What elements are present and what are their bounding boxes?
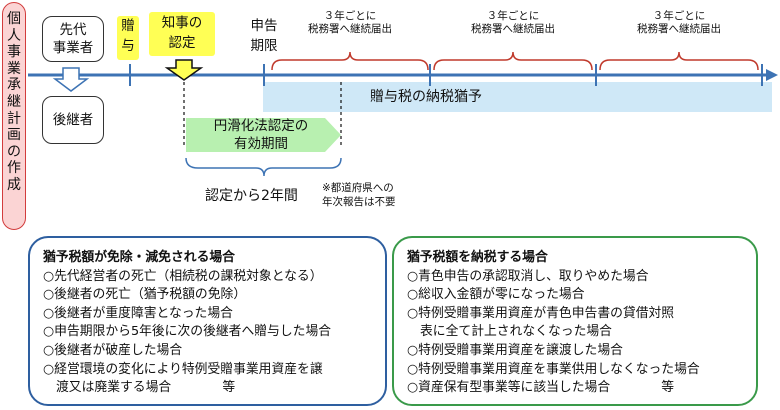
exemption-item: ○先代経営者の死亡（相続税の課税対象となる） (43, 268, 323, 284)
vertical-label-char: 作 (7, 160, 21, 177)
bracket-2 (433, 51, 593, 71)
continuation-label-3: ３年ごとに 税務署へ継続届出 (619, 10, 739, 36)
gift-line2: 与 (121, 38, 135, 54)
continuation-2-line2: 税務署へ継続届出 (471, 23, 555, 35)
continuation-2-line1: ３年ごとに (486, 10, 540, 22)
validity-line2: 有効期間 (234, 136, 288, 152)
predecessor-line2: 事業者 (52, 40, 94, 56)
predecessor-line1: 先代 (59, 22, 87, 38)
deferral-band-label: 贈与税の納税猶予 (370, 89, 482, 105)
continuation-1-line2: 税務署へ継続届出 (308, 23, 392, 35)
deferral-band (263, 82, 772, 112)
exemption-panel: 猶予税額が免除・減免される場合 ○先代経営者の死亡（相続税の課税対象となる） ○後… (28, 236, 387, 406)
payment-item: ○資産保有型事業等に該当した場合 等 (407, 380, 675, 396)
vertical-label-char: 計 (7, 110, 21, 127)
exemption-item: ○後継者が破産した場合 (43, 342, 183, 358)
payment-item: ○総収入金額が零になった場合 (407, 287, 585, 303)
exemption-item: ○経営環境の変化により特例受贈事業用資産を譲 (43, 361, 323, 377)
vertical-label-char: 承 (7, 77, 21, 94)
vertical-label-char: の (7, 143, 21, 160)
predecessor-box: 先代 事業者 (42, 16, 104, 62)
payment-item: ○特例受贈事業用資産が青色申告書の貸借対照 (407, 305, 675, 321)
vertical-label-char: 個 (7, 11, 21, 27)
approval-down-arrow (164, 59, 204, 81)
exemption-item: ○後継者の死亡（猶予税額の免除） (43, 287, 247, 303)
payment-item-continuation: 表に全て計上されなくなった場合 (420, 324, 612, 340)
vertical-label-char: 人 (7, 27, 21, 44)
payment-item: ○青色申告の承認取消し、取りやめた場合 (407, 268, 649, 284)
exemption-item: ○後継者が重度障害となった場合 (43, 305, 233, 321)
two-years-label: 認定から2年間 (205, 188, 298, 204)
payment-item: ○特例受贈事業用資産を事業供用しなくなった場合 (407, 361, 700, 377)
gift-line1: 贈 (121, 18, 135, 34)
exemption-item-continuation: 渡又は廃業する場合 等 (56, 380, 236, 396)
governor-line2: 認定 (168, 35, 196, 51)
payment-panel-title: 猶予税額を納税する場合 (407, 250, 548, 265)
payment-item: ○特例受贈事業用資産を譲渡した場合 (407, 342, 623, 358)
gift-label: 贈 与 (117, 16, 139, 60)
successor-box: 後継者 (42, 96, 104, 144)
governor-line1: 知事の (161, 15, 203, 31)
continuation-label-1: ３年ごとに 税務署へ継続届出 (290, 10, 410, 36)
successor-label: 後継者 (52, 112, 94, 128)
annual-report-line1: ※都道府県への (322, 182, 394, 194)
vertical-label-char: 継 (7, 93, 21, 110)
payment-panel: 猶予税額を納税する場合 ○青色申告の承認取消し、取りやめた場合 ○総収入金額が零に… (392, 236, 758, 406)
filing-deadline-label: 申告 期限 (246, 16, 282, 56)
succession-down-arrow (52, 67, 90, 92)
governor-approval-label: 知事の 認定 (149, 12, 215, 56)
validity-line1: 円滑化法認定の (213, 118, 309, 134)
business-succession-plan-label: 個人事業承継計画の作成 (2, 2, 26, 230)
timeline-arrowhead (766, 69, 778, 81)
continuation-label-2: ３年ごとに 税務署へ継続届出 (453, 10, 573, 36)
bracket-3 (599, 51, 759, 71)
filing-deadline-line2: 期限 (250, 38, 278, 54)
annual-report-line2: 年次報告は不要 (322, 195, 396, 208)
annual-report-note: ※都道府県への 年次報告は不要 (322, 182, 432, 209)
vertical-label-char: 事 (7, 44, 21, 61)
vertical-label-char: 画 (7, 127, 21, 144)
vertical-label-chars: 個人事業承継計画の作成 (3, 11, 25, 194)
continuation-1-line1: ３年ごとに (323, 10, 377, 22)
filing-deadline-line1: 申告 (250, 18, 278, 34)
vertical-label-char: 業 (7, 60, 21, 77)
exemption-panel-title: 猶予税額が免除・減免される場合 (43, 250, 235, 265)
vertical-label-char: 成 (7, 176, 21, 193)
validity-arrow-shape (186, 118, 341, 152)
exemption-item: ○申告期限から5年後に次の後継者へ贈与した場合 (43, 324, 332, 340)
continuation-3-line2: 税務署へ継続届出 (637, 23, 721, 35)
bracket-1 (271, 51, 429, 71)
validity-pill-label: 円滑化法認定の 有効期間 (196, 117, 326, 153)
continuation-3-line1: ３年ごとに (652, 10, 706, 22)
two-year-brace (185, 157, 342, 177)
exemption-items: ○先代経営者の死亡（相続税の課税対象となる） ○後継者の死亡（猶予税額の免除） ○後… (43, 268, 385, 398)
payment-items: ○青色申告の承認取消し、取りやめた場合 ○総収入金額が零になった場合 ○特例受贈事業… (407, 268, 756, 398)
